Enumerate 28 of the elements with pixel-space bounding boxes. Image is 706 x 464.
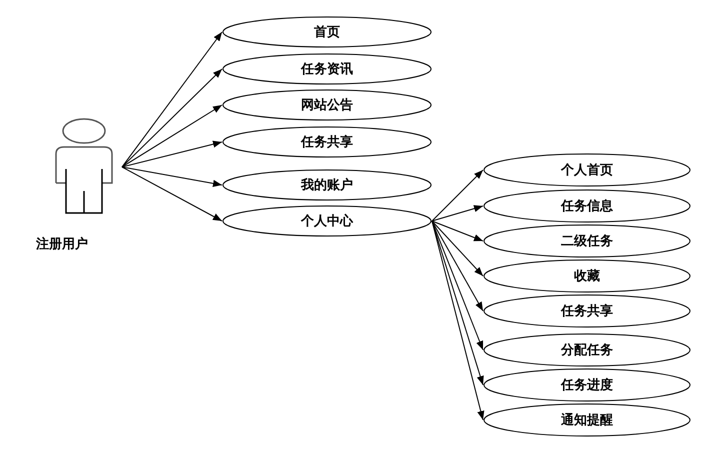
use-case-label: 任务信息: [561, 198, 613, 215]
use-case-label: 收藏: [574, 268, 600, 285]
arrow: [432, 220, 484, 276]
use-case-label: 任务共享: [561, 302, 613, 320]
use-case-label: 首页: [314, 24, 340, 41]
use-case-label: 任务资讯: [301, 61, 353, 78]
arrow: [432, 220, 484, 386]
arrow: [432, 220, 484, 420]
use-case-label: 任务共享: [301, 134, 353, 151]
arrow: [122, 68, 222, 168]
arrow: [432, 170, 484, 222]
actor-label: 注册用户: [36, 236, 88, 253]
use-case-label: 任务进度: [561, 376, 613, 394]
use-case-label: 个人首页: [561, 162, 613, 179]
arrow: [122, 166, 222, 222]
arrow: [432, 220, 484, 312]
arrow: [122, 104, 222, 168]
use-case-label: 个人中心: [301, 212, 353, 230]
use-case-label: 网站公告: [301, 96, 353, 114]
arrow: [432, 205, 484, 222]
arrow: [122, 32, 222, 168]
use-case-label: 我的账户: [301, 176, 353, 194]
use-case-label: 二级任务: [561, 233, 613, 250]
arrow: [432, 220, 484, 242]
arrow: [122, 140, 222, 168]
use-case-label: 分配任务: [561, 342, 613, 359]
use-case-label: 通知提醒: [561, 412, 613, 429]
arrow: [122, 166, 222, 187]
